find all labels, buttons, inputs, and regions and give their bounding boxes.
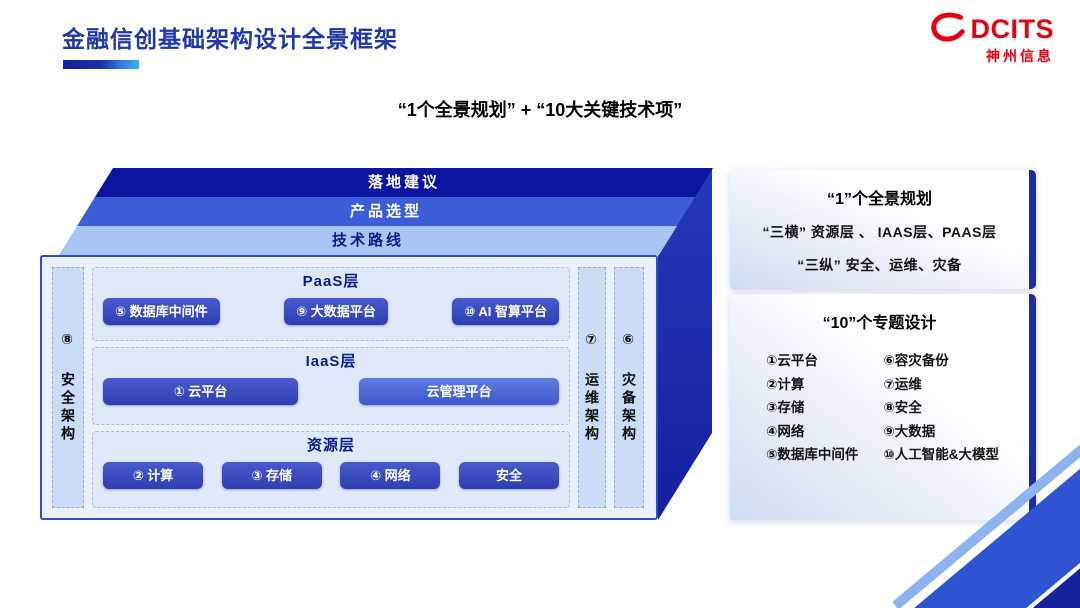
resource-button-network: ④ 网络 [340,462,441,489]
logo-row: DCITS [928,12,1055,46]
layer-product-selection: 产品选型 [77,197,695,226]
page-title: 金融信创基础架构设计全景框架 [62,26,398,52]
paas-title: PaaS层 [302,273,360,290]
paas-section: PaaS层 ⑤ 数据库中间件 ⑨ 大数据平台 ⑩ AI 智算平台 [92,267,570,341]
iaas-button-cloud-management-platform: 云管理平台 [359,378,559,405]
planning-line-vertical: “三纵” 安全、运维、灾备 [797,257,962,273]
paas-button-row: ⑤ 数据库中间件 ⑨ 大数据平台 ⑩ AI 智算平台 [93,298,569,325]
security-architecture-strip: ⑧ 安全架构 [52,267,84,508]
dr-architecture-strip: ⑥ 灾备架构 [614,267,644,508]
topic-item-ops: ⑦运维 [883,376,922,392]
topic-item-network: ④网络 [766,423,805,439]
architecture-box: ⑧ 安全架构 PaaS层 ⑤ 数据库中间件 ⑨ 大数据平台 ⑩ AI 智算平台 … [40,255,658,520]
iaas-button-row: ① 云平台 云管理平台 [93,378,569,405]
resource-section: 资源层 ② 计算 ③ 存储 ④ 网络 安全 [92,431,570,508]
topic-item-compute: ②计算 [766,376,805,392]
iaas-title: IaaS层 [305,353,357,370]
logo-name-text: 神州信息 [986,48,1054,64]
planning-line-horizontal: “三横” 资源层 、 IAAS层、PAAS层 [762,224,997,240]
resource-button-storage: ③ 存储 [221,462,322,489]
dcits-logo: DCITS 神州信息 [928,12,1055,66]
iaas-section: IaaS层 ① 云平台 云管理平台 [92,347,570,425]
resource-button-security: 安全 [458,462,559,489]
topic-item-storage: ③存储 [766,400,805,415]
topic-item-database-middleware: ⑤数据库中间件 [766,447,859,462]
layer-landing-advice: 落地建议 [95,168,713,197]
topic-item-cloud: ①云平台 [766,353,818,368]
iaas-button-cloud-platform: ① 云平台 [103,378,298,405]
slide-subtitle: “1个全景规划” + “10大关键技术项” [397,100,683,120]
logo-brand-text: DCITS [970,13,1054,44]
ops-architecture-strip: ⑦ 运维架构 [578,267,606,508]
topics-panel-title: “10”个专题设计 [822,315,937,332]
title-accent-bar [63,60,139,69]
topic-item-security: ⑧安全 [883,400,922,415]
topic-item-disaster-backup: ⑥容灾备份 [883,353,949,368]
paas-button-ai-platform: ⑩ AI 智算平台 [452,298,559,325]
architecture-content: PaaS层 ⑤ 数据库中间件 ⑨ 大数据平台 ⑩ AI 智算平台 IaaS层 ①… [92,267,570,508]
layer-tech-route: 技术路线 [59,226,677,255]
resource-button-row: ② 计算 ③ 存储 ④ 网络 安全 [93,462,569,489]
planning-panel: “1”个全景规划 “三横” 资源层 、 IAAS层、PAAS层 “三纵” 安全、… [730,170,1036,289]
topics-column-2: ⑥容灾备份 ⑦运维 ⑧安全 ⑨大数据 ⑩人工智能&大模型 [883,349,999,467]
topics-columns: ①云平台 ②计算 ③存储 ④网络 ⑤数据库中间件 ⑥容灾备份 ⑦运维 ⑧安全 ⑨… [730,333,1029,467]
topics-column-1: ①云平台 ②计算 ③存储 ④网络 ⑤数据库中间件 [766,349,858,467]
planning-panel-title: “1”个全景规划 [827,191,932,208]
topics-panel: “10”个专题设计 ①云平台 ②计算 ③存储 ④网络 ⑤数据库中间件 ⑥容灾备份… [730,294,1036,520]
paas-button-bigdata-platform: ⑨ 大数据平台 [284,298,388,325]
resource-title: 资源层 [306,437,355,454]
topic-item-ai-llm: ⑩人工智能&大模型 [883,447,999,462]
topic-item-bigdata: ⑨大数据 [883,423,936,439]
dcits-swoosh-icon [930,12,965,42]
resource-button-compute: ② 计算 [103,462,203,489]
architecture-diagram: 落地建议 产品选型 技术路线 ⑧ 安全架构 PaaS层 ⑤ 数据库中间件 ⑨ 大… [40,168,740,520]
paas-button-database-middleware: ⑤ 数据库中间件 [103,298,220,325]
